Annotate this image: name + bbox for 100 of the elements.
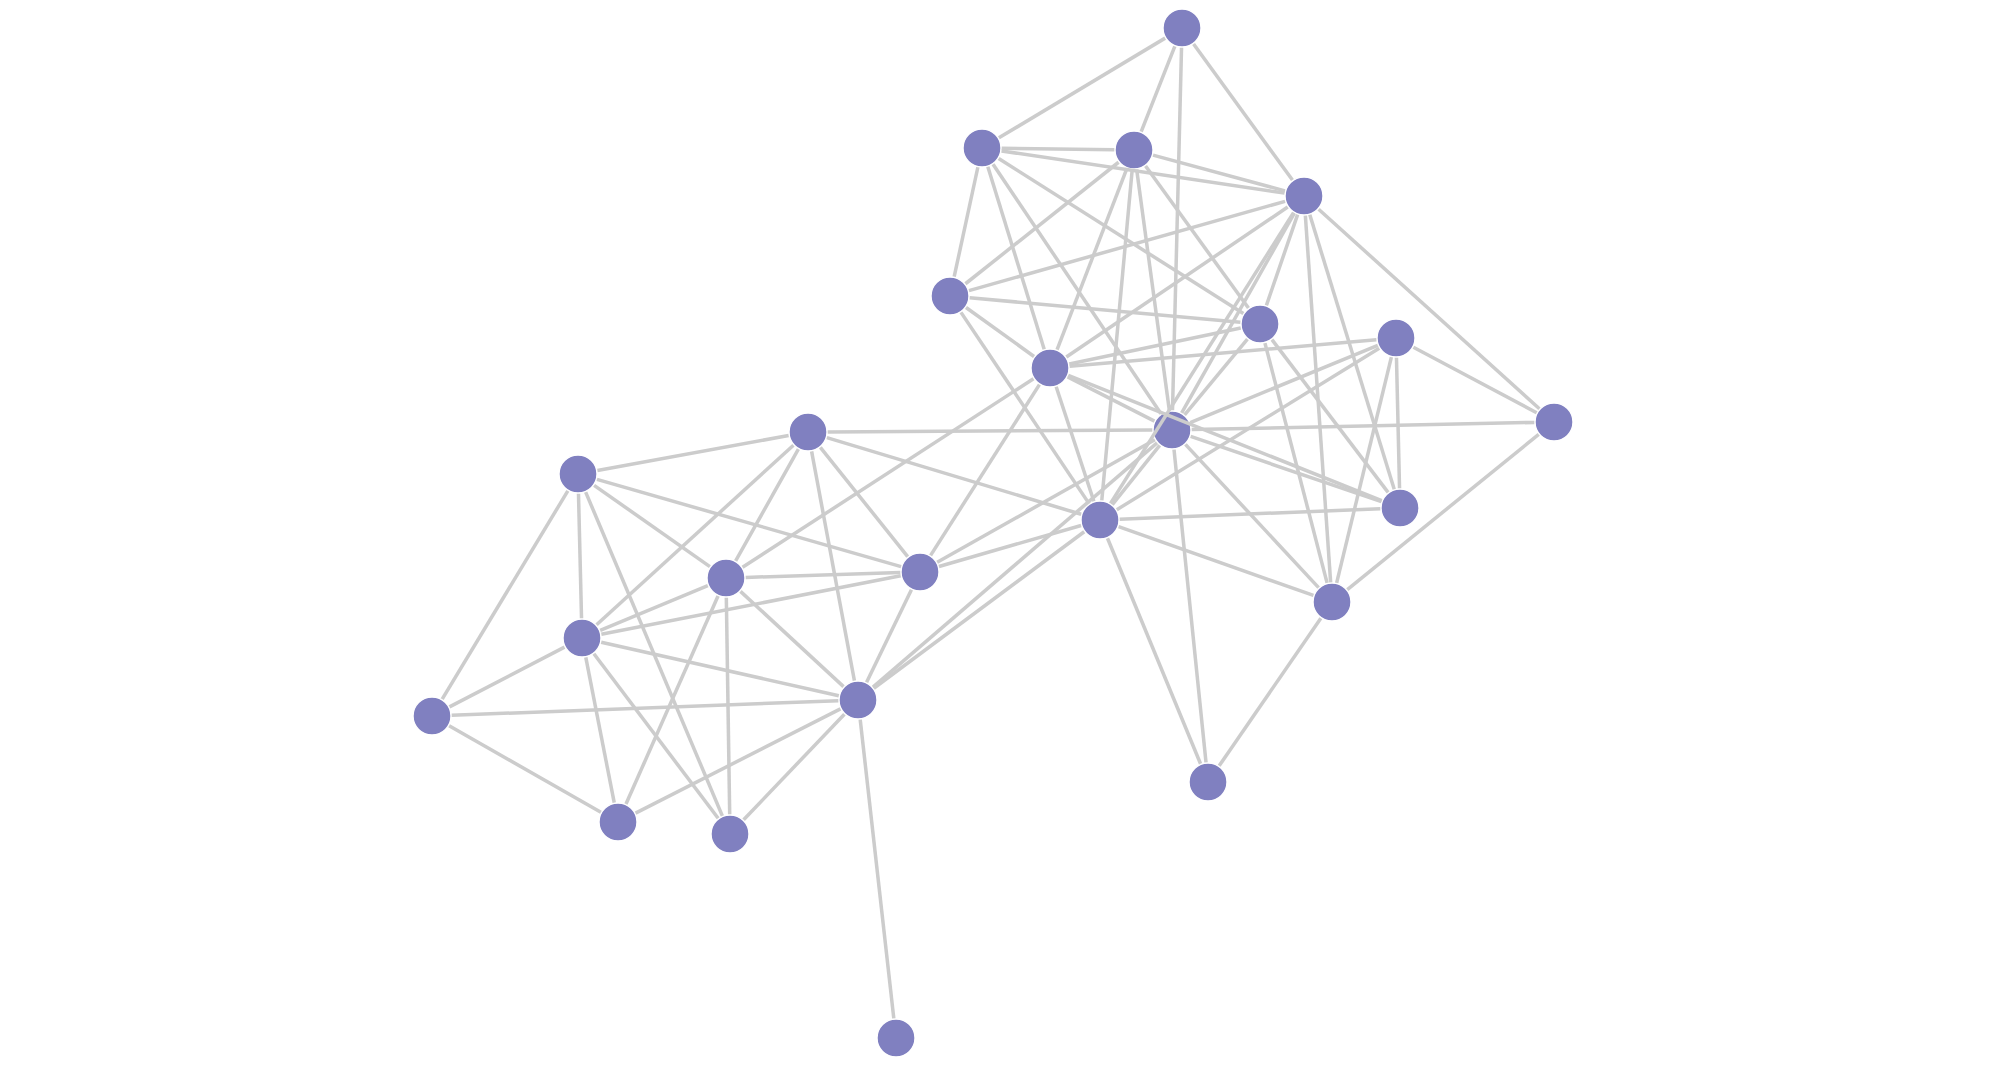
edge-line xyxy=(1217,617,1323,767)
edge-line xyxy=(858,719,896,1019)
edge-line xyxy=(998,36,1166,140)
graph-node xyxy=(788,412,828,452)
edge-line xyxy=(1068,326,1242,366)
edge-line xyxy=(865,588,913,684)
edge-line xyxy=(1066,375,1156,423)
edge-line xyxy=(1264,214,1300,306)
edge-line xyxy=(818,446,910,558)
edge-line xyxy=(1119,507,1381,521)
edge-line xyxy=(1191,420,1535,432)
edge-line xyxy=(1346,433,1540,591)
edge-line xyxy=(1170,47,1184,411)
edge-line xyxy=(739,590,845,688)
edge-line xyxy=(1055,167,1129,351)
graph-node xyxy=(1188,762,1228,802)
edge-line xyxy=(1190,434,1382,504)
graph-node xyxy=(1284,176,1324,216)
edge-line xyxy=(1263,342,1329,584)
edge-line xyxy=(952,166,980,278)
graph-node xyxy=(1240,304,1280,344)
edge-line xyxy=(584,657,616,803)
edge-line xyxy=(872,530,1086,690)
edge-line xyxy=(959,311,1091,505)
edge-line xyxy=(1192,42,1294,182)
edge-line xyxy=(827,428,1153,434)
graph-node xyxy=(1152,410,1192,450)
edge-line xyxy=(1303,215,1333,583)
edge-line xyxy=(1172,449,1208,763)
graph-node xyxy=(876,1018,916,1058)
edge-line xyxy=(1110,444,1162,506)
graph-node xyxy=(1312,582,1352,622)
edge-line xyxy=(1105,537,1203,765)
edge-line xyxy=(1270,338,1390,494)
graph-node xyxy=(1030,348,1070,388)
edge-line xyxy=(936,438,1156,564)
graph-node xyxy=(1162,8,1202,48)
edge-line xyxy=(1054,386,1096,502)
edge-line xyxy=(734,448,800,562)
edge-line xyxy=(448,645,566,709)
edge-line xyxy=(1067,373,1383,503)
edge-line xyxy=(448,724,602,814)
edge-line xyxy=(1183,338,1249,416)
edge-line xyxy=(964,306,1036,358)
edge-line xyxy=(1069,337,1377,369)
edge-line xyxy=(440,489,570,701)
edge-line xyxy=(634,707,842,815)
edge-line xyxy=(1317,207,1541,411)
edge-line xyxy=(597,433,789,473)
edge-line xyxy=(1118,524,1314,598)
edge-line xyxy=(991,163,1163,415)
edge-line xyxy=(1100,169,1134,501)
edge-line xyxy=(871,441,1159,689)
graph-node xyxy=(838,680,878,720)
graph-node xyxy=(1376,318,1416,358)
edge-line xyxy=(600,640,840,698)
edge-line xyxy=(451,699,839,717)
graph-node xyxy=(1534,402,1574,442)
edge-line xyxy=(745,570,901,580)
edge-line xyxy=(1144,164,1250,310)
edge-line xyxy=(1412,345,1538,415)
edge-line xyxy=(1001,146,1115,152)
edge-line xyxy=(724,597,732,815)
edge-line xyxy=(1152,153,1286,193)
edge-line xyxy=(592,652,720,820)
graph-node xyxy=(900,552,940,592)
edge-line xyxy=(938,523,1082,569)
edge-line xyxy=(1334,356,1394,584)
edge-line xyxy=(584,491,724,817)
graph-node xyxy=(412,696,452,736)
edge-line xyxy=(601,574,901,636)
edge-line xyxy=(1308,214,1396,490)
edge-line xyxy=(1134,169,1172,411)
edge-line xyxy=(1189,343,1379,425)
edge-line xyxy=(593,483,711,569)
graph-node xyxy=(1380,488,1420,528)
edge-line xyxy=(964,160,1120,286)
edge-line xyxy=(997,157,1245,315)
graph-node xyxy=(598,802,638,842)
edge-line xyxy=(968,199,1286,293)
graph-node xyxy=(710,814,750,854)
graph-node xyxy=(962,128,1002,168)
edge-line xyxy=(1394,357,1402,489)
graph-node xyxy=(558,454,598,494)
edge-line xyxy=(742,713,846,821)
graph-node xyxy=(1080,500,1120,540)
edge-line xyxy=(809,451,857,681)
graph-node xyxy=(562,618,602,658)
edge-line xyxy=(929,383,1041,557)
graph-node xyxy=(1114,130,1154,170)
edge-line xyxy=(1184,443,1320,589)
edge-line xyxy=(1115,346,1381,512)
edge-line xyxy=(1065,205,1289,359)
edge-line xyxy=(826,436,1082,516)
edge-line xyxy=(599,583,709,633)
edge-line xyxy=(1109,211,1295,505)
edge-line xyxy=(986,166,1046,350)
edge-line xyxy=(576,493,584,619)
edge-line xyxy=(624,595,720,805)
edge-line xyxy=(595,443,795,627)
